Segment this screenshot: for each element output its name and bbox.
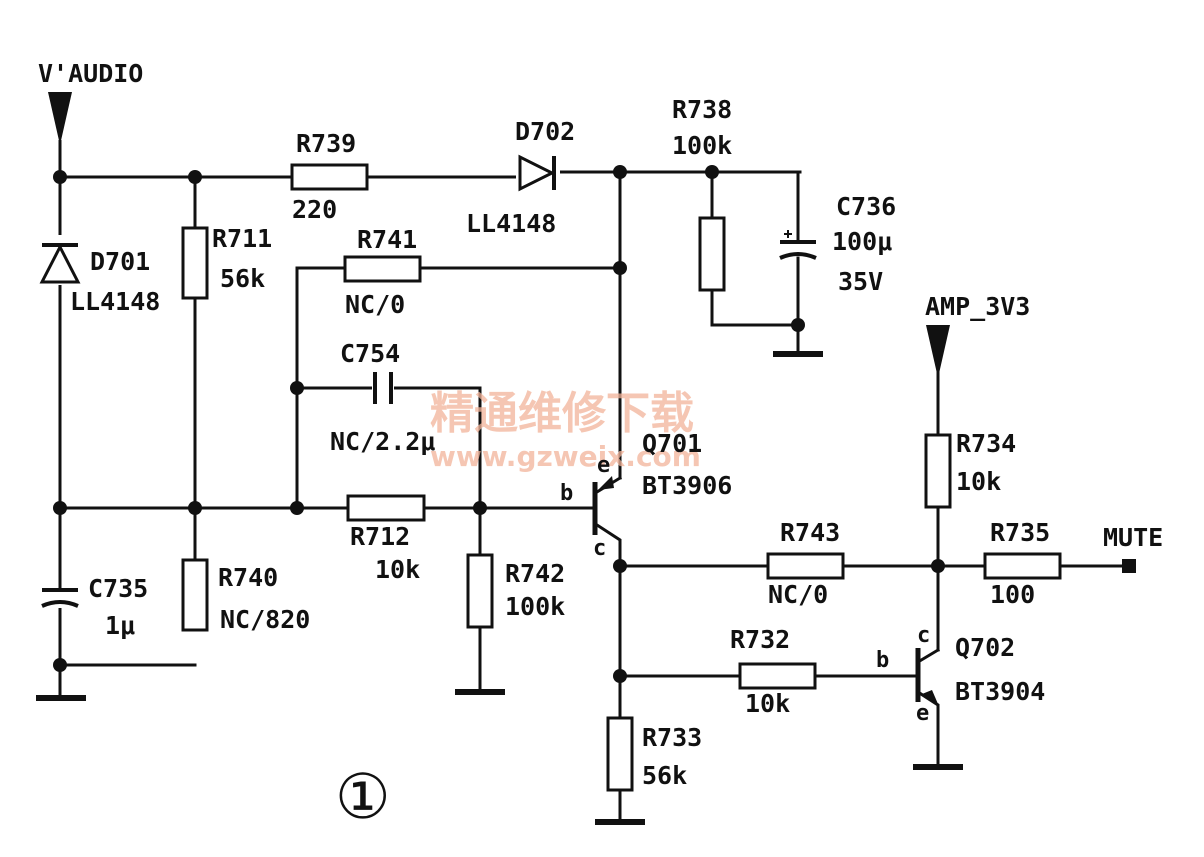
ref-r740: R740 — [218, 563, 278, 592]
resistor-r740 — [181, 558, 209, 632]
resistor-r733 — [606, 716, 634, 792]
resistor-r738 — [698, 216, 726, 292]
pin-e-q702: e — [916, 701, 929, 726]
resistor-r739 — [290, 163, 369, 191]
power-arrow-v-audio — [48, 92, 72, 160]
resistor-r735 — [983, 552, 1062, 580]
ref-c736: C736 — [836, 192, 896, 221]
resistor-r711 — [181, 226, 209, 300]
capacitor-c735 — [40, 588, 80, 608]
resistors — [181, 163, 1062, 792]
grounds — [36, 351, 963, 825]
value-r741: NC/0 — [345, 290, 405, 319]
ref-r734: R734 — [956, 429, 1016, 458]
value-r732: 10k — [745, 689, 790, 718]
ref-r741: R741 — [357, 225, 417, 254]
labels: V'AUDIO AMP_3V3 MUTE D701 LL4148 R711 56… — [38, 59, 1163, 833]
value-r712: 10k — [375, 555, 420, 584]
diode-d701 — [39, 235, 81, 285]
transistor-q701 — [592, 476, 614, 535]
ref-d701: D701 — [90, 247, 150, 276]
resistor-r741 — [343, 255, 422, 283]
value-c735: 1μ — [105, 611, 135, 640]
value-q702: BT3904 — [955, 677, 1045, 706]
ref-q701: Q701 — [642, 429, 702, 458]
ref-r711: R711 — [212, 224, 272, 253]
capacitor-c736 — [779, 230, 817, 260]
ref-d702: D702 — [515, 117, 575, 146]
ref-r732: R732 — [730, 625, 790, 654]
ref-r733: R733 — [642, 723, 702, 752]
value-d702: LL4148 — [466, 209, 556, 238]
resistor-r732 — [738, 662, 817, 690]
pin-e-q701: e — [597, 453, 610, 478]
pin-c-q702: c — [917, 623, 930, 648]
value-r733: 56k — [642, 761, 687, 790]
value-r740: NC/820 — [220, 605, 310, 634]
ref-r739: R739 — [296, 129, 356, 158]
ref-r743: R743 — [780, 518, 840, 547]
net-label-amp-3v3: AMP_3V3 — [925, 292, 1030, 321]
ref-c735: C735 — [88, 574, 148, 603]
value-r735: 100 — [990, 580, 1035, 609]
value-c736: 100μ — [832, 227, 892, 256]
ref-r742: R742 — [505, 559, 565, 588]
watermark-url: www.gzweix.com — [430, 440, 701, 473]
value-r711: 56k — [220, 264, 265, 293]
ref-c754: C754 — [340, 339, 400, 368]
figure-number: ① — [335, 760, 391, 833]
resistor-r742 — [466, 553, 494, 629]
value-r743: NC/0 — [768, 580, 828, 609]
power-arrow-amp-3v3 — [926, 325, 950, 378]
pin-b-q701: b — [560, 481, 573, 506]
resistor-r734 — [924, 433, 952, 509]
net-label-v-audio: V'AUDIO — [38, 59, 143, 88]
value-r738: 100k — [672, 131, 732, 160]
pin-b-q702: b — [876, 648, 889, 673]
ref-r735: R735 — [990, 518, 1050, 547]
value-c754: NC/2.2μ — [330, 427, 435, 456]
ref-r738: R738 — [672, 95, 732, 124]
mute-terminal — [1122, 559, 1136, 573]
value-d701: LL4148 — [70, 287, 160, 316]
transistor-q702 — [915, 648, 938, 704]
resistor-r743 — [766, 552, 845, 580]
capacitor-c754 — [372, 372, 394, 404]
value-r739: 220 — [292, 195, 337, 224]
value-r742: 100k — [505, 592, 565, 621]
voltage-c736: 35V — [838, 267, 883, 296]
net-label-mute: MUTE — [1103, 523, 1163, 552]
value-r734: 10k — [956, 467, 1001, 496]
ref-r712: R712 — [350, 522, 410, 551]
resistor-r712 — [346, 494, 426, 522]
diode-d702 — [516, 154, 560, 192]
ref-q702: Q702 — [955, 633, 1015, 662]
value-q701: BT3906 — [642, 471, 732, 500]
junctions — [53, 165, 945, 683]
pin-c-q701: c — [593, 536, 606, 561]
watermark-cn: 精通维修下载 — [430, 388, 694, 439]
